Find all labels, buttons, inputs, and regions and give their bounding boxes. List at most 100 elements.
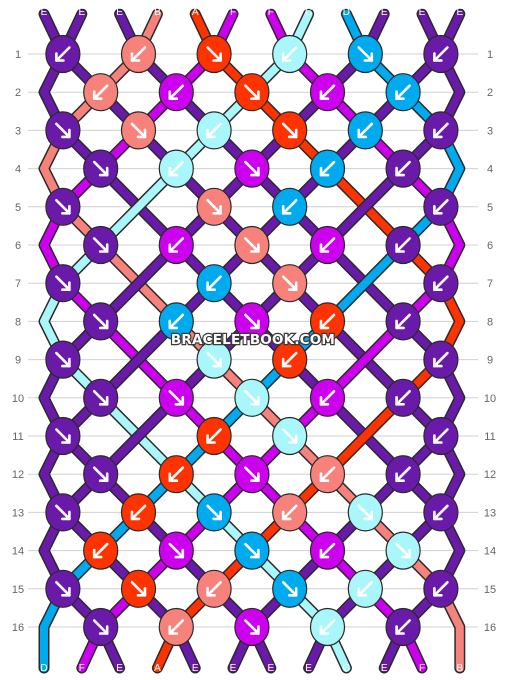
knot <box>196 493 232 532</box>
row-number-right: 1 <box>487 49 493 61</box>
arrow-down-left-icon <box>395 466 411 483</box>
arrow-down-left-icon <box>206 122 222 139</box>
arrow-down-right-icon <box>244 84 260 100</box>
arrow-down-right-icon <box>55 504 71 521</box>
arrow-down-right-icon <box>244 237 260 253</box>
row-number-right: 11 <box>484 431 495 443</box>
arrow-down-left-icon <box>130 504 147 521</box>
strand-label-bottom: E <box>381 663 388 674</box>
strand-label-bottom: F <box>419 663 425 674</box>
knot <box>272 34 308 74</box>
knot <box>196 264 232 303</box>
arrow-down-right-icon <box>55 580 71 597</box>
knot <box>83 378 119 417</box>
knot <box>272 111 308 150</box>
arrow-down-left-icon <box>395 84 411 100</box>
row-number-left: 8 <box>15 316 21 328</box>
knot <box>83 302 119 341</box>
knot <box>83 73 119 112</box>
strand-label-top: E <box>381 7 388 18</box>
arrow-down-left-icon <box>433 504 449 521</box>
arrow-down-right-icon <box>281 580 298 597</box>
knot <box>120 111 157 150</box>
knot <box>45 187 81 226</box>
row-number-left: 6 <box>15 240 21 252</box>
knot <box>158 302 194 341</box>
arrow-down-right-icon <box>206 199 222 215</box>
arrow-down-left-icon <box>319 466 336 483</box>
knot <box>347 493 383 532</box>
knot <box>272 187 308 226</box>
row-number-left: 16 <box>12 622 24 634</box>
knot <box>120 569 157 608</box>
row-number-left: 13 <box>12 507 24 519</box>
knot <box>196 569 232 608</box>
strand-label-bottom: E <box>267 663 274 674</box>
strand-label-top: A <box>192 7 199 18</box>
arrow-down-right-icon <box>92 619 109 635</box>
arrow-down-left-icon <box>206 580 222 597</box>
knot <box>158 225 194 265</box>
arrow-down-right-icon <box>55 275 71 292</box>
knot <box>309 149 346 188</box>
arrow-down-right-icon <box>244 313 260 330</box>
row-number-right: 7 <box>487 278 493 290</box>
row-number-right: 13 <box>484 507 496 519</box>
arrow-down-left-icon <box>395 237 411 253</box>
knot <box>423 493 459 532</box>
strand-label-top: F <box>268 7 274 18</box>
knot <box>385 455 421 494</box>
row-number-left: 11 <box>12 431 23 443</box>
knot <box>347 34 383 74</box>
arrow-down-left-icon <box>357 580 374 597</box>
row-number-right: 10 <box>484 393 496 405</box>
knot <box>347 569 383 608</box>
knot <box>196 340 232 379</box>
row-number-left: 9 <box>15 355 21 367</box>
knot <box>83 225 119 265</box>
knot <box>423 569 459 608</box>
strand-label-top: E <box>419 7 426 18</box>
knot <box>309 73 346 112</box>
strand-label-bottom: D <box>40 663 47 674</box>
arrow-down-left-icon <box>395 160 411 177</box>
row-number-right: 4 <box>487 164 493 176</box>
knot <box>83 607 119 647</box>
strand-label-top: F <box>230 7 236 18</box>
knot <box>45 340 81 379</box>
arrow-down-right-icon <box>92 160 109 177</box>
knot <box>234 607 270 647</box>
arrow-down-right-icon <box>130 580 147 597</box>
arrow-down-right-icon <box>55 428 71 444</box>
knot <box>423 264 459 303</box>
knot <box>45 416 81 456</box>
knot <box>272 416 308 456</box>
arrow-down-left-icon <box>168 84 185 100</box>
row-number-right: 9 <box>487 355 493 367</box>
knot <box>234 531 270 570</box>
row-number-right: 3 <box>487 125 493 137</box>
knot <box>158 607 194 647</box>
knot <box>45 34 81 74</box>
knot <box>83 149 119 188</box>
strand-label-bottom: E <box>116 663 123 674</box>
knot <box>83 531 119 570</box>
knot <box>309 378 346 417</box>
strand-label-top: E <box>41 7 48 18</box>
knot <box>196 187 232 226</box>
arrow-down-left-icon <box>319 389 336 406</box>
arrow-down-right-icon <box>55 199 71 215</box>
row-number-left: 10 <box>12 393 24 405</box>
knot <box>272 264 308 303</box>
knot <box>234 73 270 112</box>
knot <box>385 73 421 112</box>
knot <box>45 493 81 532</box>
knot <box>196 34 232 74</box>
row-number-left: 14 <box>12 546 24 558</box>
arrow-down-right-icon <box>357 46 374 62</box>
knot-nodes <box>45 34 459 647</box>
knot <box>272 340 308 379</box>
arrow-down-left-icon <box>92 542 109 559</box>
